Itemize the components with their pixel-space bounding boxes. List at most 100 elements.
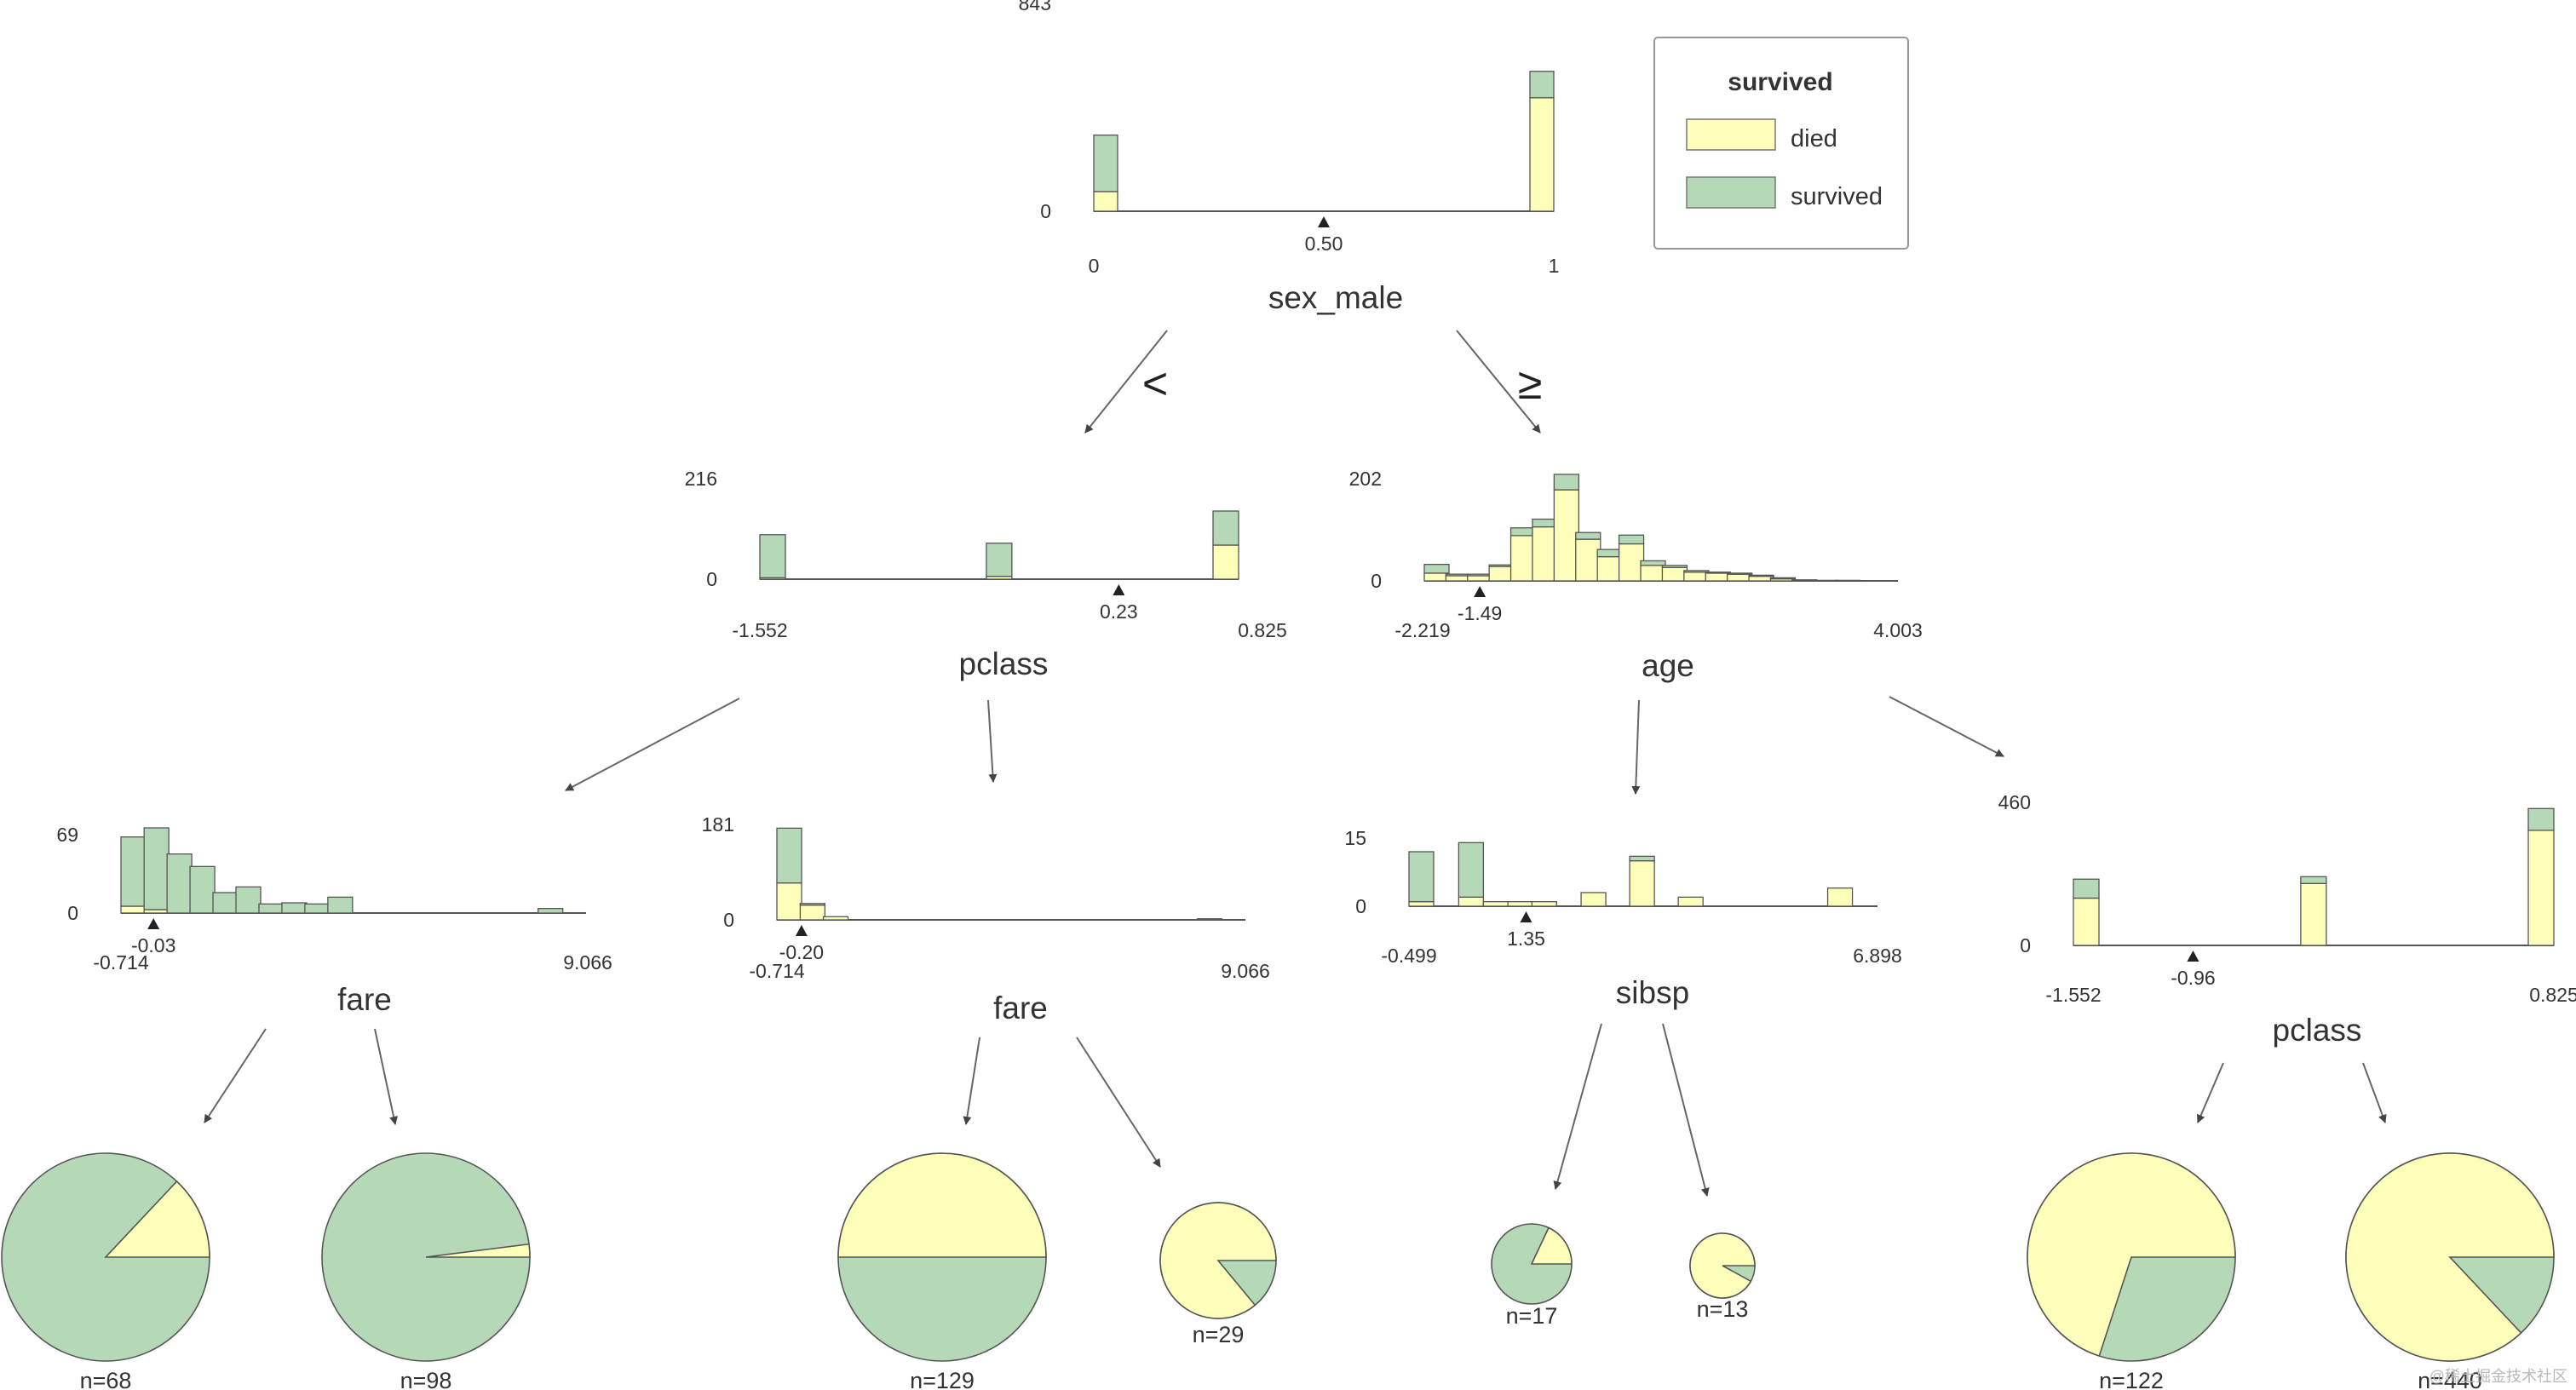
histogram-bar-died bbox=[2527, 830, 2555, 946]
edge-lr-leaf4 bbox=[1076, 1037, 1161, 1168]
histogram-bar-survived bbox=[759, 534, 786, 578]
histogram-bar-survived bbox=[1748, 574, 1774, 577]
edge-rr-leaf7 bbox=[2196, 1062, 2224, 1123]
feature-name: pclass bbox=[2273, 1013, 2362, 1048]
split-marker-icon bbox=[1520, 911, 1532, 922]
pie-slice-died bbox=[837, 1152, 1047, 1258]
x-max-label: 9.066 bbox=[1221, 960, 1270, 982]
histogram-bar-died bbox=[1727, 573, 1753, 582]
histogram-bar-died bbox=[1835, 579, 1861, 582]
histogram-bar-survived bbox=[189, 865, 216, 914]
split-value-label: -0.96 bbox=[2171, 967, 2215, 989]
leaf-count-label: n=68 bbox=[80, 1368, 132, 1390]
edge-rl-leaf6 bbox=[1662, 1023, 1710, 1197]
histogram-bar-died bbox=[120, 905, 147, 914]
histogram-bar-died bbox=[1458, 896, 1485, 907]
y-min-label: 0 bbox=[1355, 895, 1366, 917]
x-max-label: 6.898 bbox=[1853, 945, 1902, 967]
histogram-bar-survived bbox=[235, 886, 262, 914]
leaf-node: n=122 bbox=[2027, 1152, 2236, 1390]
x-max-label: 1 bbox=[1549, 255, 1560, 277]
histogram-bar-survived bbox=[1640, 560, 1666, 566]
histogram-bar-died bbox=[1748, 575, 1774, 582]
histogram-bar-died bbox=[1532, 526, 1558, 582]
leaf-count-label: n=122 bbox=[2099, 1368, 2164, 1390]
y-min-label: 0 bbox=[706, 568, 717, 590]
leaf-count-label: n=440 bbox=[2418, 1368, 2482, 1390]
y-min-label: 0 bbox=[1371, 570, 1382, 592]
histogram-bar-survived bbox=[1532, 518, 1558, 528]
y-min-label: 0 bbox=[723, 909, 734, 931]
leaf-node: n=440 bbox=[2345, 1152, 2555, 1390]
histogram-bar-died bbox=[1482, 901, 1509, 907]
split-marker-icon bbox=[147, 918, 160, 929]
histogram-bar-survived bbox=[1683, 570, 1710, 573]
histogram-bar-survived bbox=[1423, 564, 1450, 574]
feature-name: fare bbox=[337, 982, 392, 1017]
histogram-bar-survived bbox=[2300, 876, 2327, 884]
histogram-bar-died bbox=[1509, 535, 1537, 582]
edge-rr-leaf8 bbox=[2362, 1062, 2387, 1123]
histogram-bar-survived bbox=[986, 543, 1013, 577]
watermark: @稀土掘金技术社区 bbox=[2429, 1368, 2567, 1385]
y-max-label: 843 bbox=[1019, 0, 1051, 14]
legend-swatch-survived bbox=[1686, 176, 1776, 209]
edge-ll-leaf2 bbox=[374, 1028, 399, 1125]
pie-slice-died bbox=[1530, 1226, 1573, 1265]
split-marker-icon bbox=[1113, 584, 1125, 595]
leaf-node: n=13 bbox=[1689, 1232, 1756, 1322]
y-max-label: 15 bbox=[1344, 827, 1366, 849]
leaf-node: n=68 bbox=[1, 1152, 210, 1390]
histogram-bar-survived bbox=[212, 892, 239, 914]
histogram-bar-survived bbox=[799, 903, 826, 906]
histogram-bar-died bbox=[1618, 543, 1645, 582]
histogram-bar-survived bbox=[1705, 572, 1731, 574]
pie-slice-died bbox=[2027, 1152, 2236, 1358]
histogram-bar-survived bbox=[1661, 565, 1688, 568]
histogram-bar-survived bbox=[258, 903, 285, 914]
histogram-bar-died bbox=[1529, 97, 1555, 212]
y-max-label: 460 bbox=[1998, 791, 2031, 813]
legend-title: survived bbox=[1728, 68, 1832, 96]
feature-name: fare bbox=[993, 991, 1048, 1025]
y-min-label: 0 bbox=[1040, 200, 1051, 222]
histogram-bar-died bbox=[1640, 565, 1666, 582]
legend: survived died survived bbox=[1653, 37, 1909, 250]
feature-name: age bbox=[1642, 648, 1694, 683]
histogram-bar-survived bbox=[327, 896, 354, 914]
split-marker-icon bbox=[795, 925, 808, 936]
histogram-bar-survived bbox=[143, 827, 170, 910]
histogram-bar-died bbox=[799, 905, 826, 921]
legend-label-died: died bbox=[1791, 125, 1837, 152]
edge-root-right bbox=[1456, 330, 1541, 434]
edge-ll-leaf1 bbox=[204, 1028, 267, 1123]
feature-name: pclass bbox=[959, 646, 1049, 681]
y-max-label: 202 bbox=[1349, 468, 1382, 490]
histogram-bar-survived bbox=[1445, 573, 1471, 577]
edge-lr-leaf3 bbox=[963, 1037, 980, 1125]
histogram-bar-died bbox=[1661, 566, 1688, 582]
histogram-bar-died bbox=[1683, 572, 1710, 582]
leaf-node: n=98 bbox=[321, 1152, 531, 1390]
histogram-bar-survived bbox=[2527, 807, 2555, 831]
y-max-label: 69 bbox=[56, 824, 78, 846]
y-min-label: 0 bbox=[2020, 934, 2031, 956]
histogram-bar-survived bbox=[2073, 878, 2100, 899]
histogram-bar-died bbox=[1212, 544, 1239, 580]
tree-edges bbox=[204, 330, 2387, 1197]
x-max-label: 0.825 bbox=[2529, 984, 2576, 1006]
histogram-bar-died bbox=[1580, 892, 1607, 907]
histogram-bar-died bbox=[1629, 860, 1655, 907]
legend-swatch-died bbox=[1686, 118, 1776, 151]
histogram-bar-died bbox=[1467, 575, 1493, 582]
leaf-node: n=129 bbox=[837, 1152, 1047, 1390]
histogram-bar-died bbox=[1445, 575, 1471, 582]
histogram-bar-died bbox=[1705, 572, 1731, 582]
histogram-bar-died bbox=[1093, 191, 1118, 212]
split-value-label: 1.35 bbox=[1507, 928, 1545, 950]
